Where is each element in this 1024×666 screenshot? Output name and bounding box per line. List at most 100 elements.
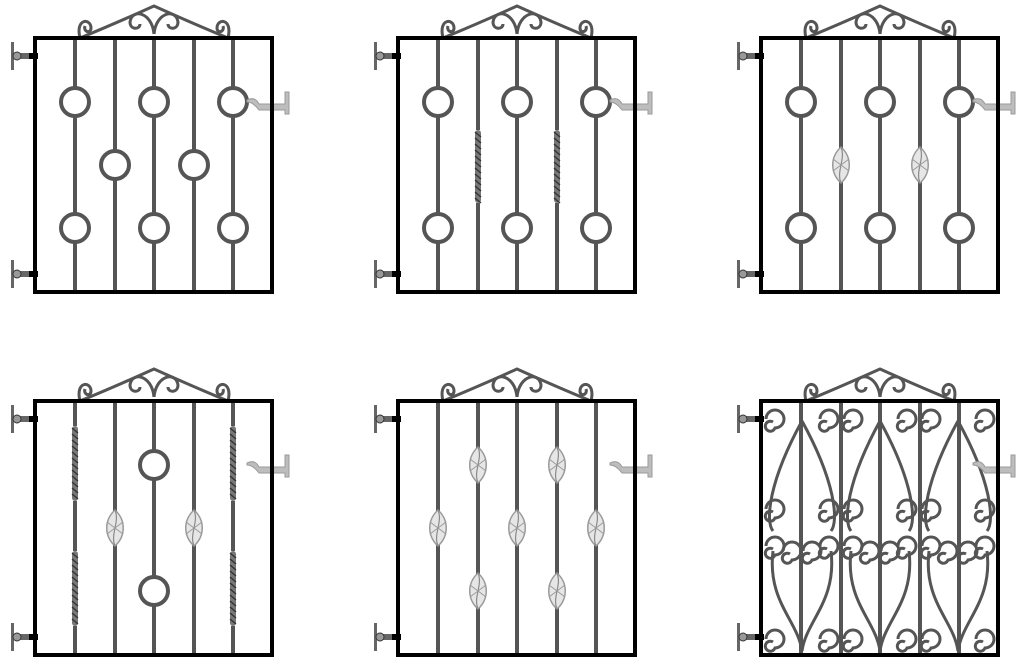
ring-ornament <box>864 212 896 244</box>
basket-knuckle <box>911 145 929 185</box>
hinge-bolt <box>375 51 385 61</box>
scroll-curl <box>973 628 996 653</box>
hinge-bolt <box>12 414 22 424</box>
twist-ridge <box>229 588 237 595</box>
twisted-bar <box>71 426 79 501</box>
scroll-curl <box>841 498 864 523</box>
twist-ridge <box>553 161 561 168</box>
scroll-curl <box>919 535 942 560</box>
gate-6 <box>737 367 1016 657</box>
scroll-curl <box>919 498 942 523</box>
twist-ridge <box>229 475 237 482</box>
crest-arc <box>79 367 229 403</box>
scroll-curl <box>841 535 864 560</box>
twist-ridge <box>553 155 561 162</box>
twist-ridge <box>229 606 237 613</box>
crest-end-right <box>215 20 231 39</box>
crest-end-left <box>77 383 93 402</box>
ring-ornament <box>580 86 612 118</box>
scroll-right-curve <box>956 420 992 532</box>
twist-ridge <box>229 439 237 446</box>
twist-ridge <box>553 191 561 198</box>
twist-ridge <box>229 618 237 625</box>
basket-weave <box>429 521 447 535</box>
gate-4 <box>11 367 290 657</box>
basket-weave <box>106 521 124 535</box>
crest-end-left <box>803 20 819 39</box>
crest-end-left <box>803 383 819 402</box>
twist-ridge <box>553 197 561 204</box>
basket-weave <box>832 158 850 172</box>
scroll-curl <box>936 540 959 565</box>
ring-ornament <box>943 86 975 118</box>
gate-3 <box>737 4 1016 294</box>
hinge-bolt <box>738 632 748 642</box>
scroll-curl <box>800 540 823 565</box>
crest-scroll-left <box>128 12 156 35</box>
twist-ridge <box>474 155 482 162</box>
twist-core <box>230 426 236 501</box>
basket-weave <box>587 521 605 535</box>
twist-ridge <box>71 564 79 571</box>
scroll-left-curve <box>768 420 804 532</box>
twist-ridge <box>474 173 482 180</box>
twist-ridge <box>229 552 237 559</box>
basket-weave <box>508 521 526 535</box>
twist-ridge <box>71 600 79 607</box>
basket-knuckle <box>106 508 124 548</box>
scroll-lower-right <box>878 550 912 652</box>
twist-ridge <box>474 143 482 150</box>
twisted-bar <box>553 130 561 204</box>
hinge-bolt <box>12 269 22 279</box>
basket-knuckle <box>429 508 447 548</box>
twist-ridge <box>474 161 482 168</box>
twist-ridge <box>229 582 237 589</box>
twist-core <box>72 551 78 626</box>
twist-ridge <box>71 552 79 559</box>
gate-1 <box>11 4 290 294</box>
crest-scroll-right <box>515 12 543 35</box>
basket-weave <box>548 584 566 598</box>
latch-bracket <box>972 454 1016 478</box>
scroll-curl <box>895 408 918 433</box>
twist-ridge <box>71 433 79 440</box>
ring-ornament <box>501 86 533 118</box>
twist-core <box>230 551 236 626</box>
twist-ridge <box>71 481 79 488</box>
crest-arc <box>805 4 955 40</box>
ring-ornament <box>422 212 454 244</box>
ring-ornament <box>99 149 131 181</box>
crest-scroll-right <box>878 12 906 35</box>
ring-ornament <box>217 212 249 244</box>
crest-end-left <box>440 383 456 402</box>
twist-ridge <box>553 179 561 186</box>
twist-ridge <box>474 137 482 144</box>
ring-ornament <box>864 86 896 118</box>
twist-ridge <box>71 576 79 583</box>
twist-ridge <box>229 570 237 577</box>
twist-ridge <box>71 463 79 470</box>
twist-ridge <box>71 558 79 565</box>
crest-scroll-left <box>854 375 882 398</box>
scroll-curl <box>763 408 786 433</box>
scroll-curl <box>895 535 918 560</box>
hinge-bolt <box>12 632 22 642</box>
ring-ornament <box>138 449 170 481</box>
ring-ornament <box>178 149 210 181</box>
twist-ridge <box>229 481 237 488</box>
crest-scroll-left <box>491 12 519 35</box>
scroll-right-curve <box>878 420 914 532</box>
scroll-curl <box>817 628 840 653</box>
basket-knuckle <box>548 445 566 485</box>
twist-ridge <box>229 487 237 494</box>
ring-ornament <box>785 212 817 244</box>
ring-ornament <box>59 86 91 118</box>
twist-ridge <box>229 493 237 500</box>
scroll-curl <box>817 408 840 433</box>
scroll-curl <box>895 498 918 523</box>
hinge-bolt <box>375 414 385 424</box>
twist-ridge <box>71 582 79 589</box>
basket-knuckle <box>832 145 850 185</box>
twist-ridge <box>71 439 79 446</box>
crest-arc <box>805 367 955 403</box>
